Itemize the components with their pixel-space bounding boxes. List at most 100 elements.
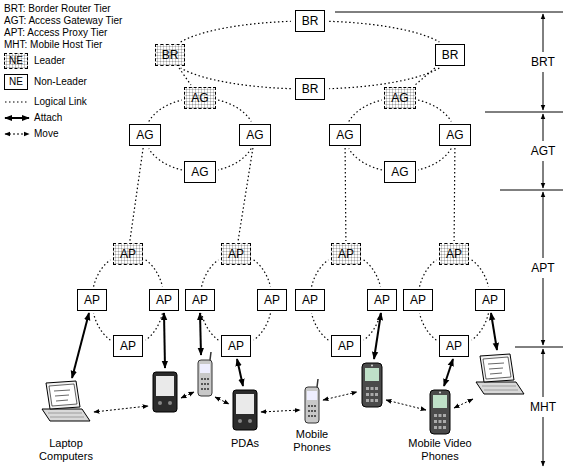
tier-arrow bbox=[543, 114, 544, 141]
node-label: AG bbox=[246, 128, 263, 142]
phone-body bbox=[198, 360, 212, 396]
device-label: Mobile Phones bbox=[286, 428, 338, 454]
node-label: AP bbox=[410, 293, 426, 307]
attach-arrow bbox=[374, 313, 381, 359]
node-label: AP bbox=[228, 339, 244, 353]
logical-link bbox=[94, 260, 111, 287]
leader-sample-box: NE bbox=[4, 53, 28, 69]
video-phone-keypad bbox=[434, 414, 446, 429]
tier-key: APT: Access Proxy Tier bbox=[4, 27, 107, 39]
node-label: AG bbox=[191, 91, 208, 105]
tier-line bbox=[335, 12, 563, 13]
move-arrow bbox=[323, 392, 357, 400]
video-phone-screen bbox=[365, 368, 379, 381]
logical-link bbox=[130, 148, 143, 241]
phone-icon bbox=[198, 352, 212, 396]
logical-link bbox=[364, 260, 381, 287]
logical-link bbox=[472, 313, 489, 340]
legend-sample bbox=[3, 112, 31, 124]
legend-line bbox=[5, 101, 29, 102]
move-arrows bbox=[94, 392, 473, 412]
pda-body bbox=[153, 372, 177, 412]
tier-arrow bbox=[543, 417, 544, 466]
node-label: AP bbox=[264, 293, 280, 307]
attach-arrow bbox=[444, 359, 453, 386]
logical-link bbox=[329, 21, 439, 42]
device-label: Laptop Computers bbox=[35, 437, 97, 463]
node-label: AG bbox=[191, 165, 208, 179]
logical-link bbox=[179, 68, 191, 85]
video-phone-body bbox=[430, 390, 450, 434]
tier-bounds bbox=[335, 12, 563, 466]
attach-arrow bbox=[200, 313, 201, 355]
move-arrow bbox=[94, 406, 148, 412]
tier-arrow bbox=[543, 192, 544, 258]
node-label: BR bbox=[162, 48, 179, 62]
laptop-base bbox=[476, 382, 524, 394]
phone-body bbox=[305, 387, 319, 423]
move-arrow bbox=[454, 399, 473, 408]
tier-arrow bbox=[543, 14, 544, 52]
tier-key: BRT: Border Router Tier bbox=[4, 3, 111, 15]
node-box: AG bbox=[329, 124, 360, 146]
pda-icon bbox=[233, 390, 257, 430]
logical-link bbox=[149, 148, 182, 169]
logical-link bbox=[420, 260, 437, 287]
logical-link bbox=[254, 313, 271, 340]
logical-link bbox=[149, 100, 182, 121]
phone-antenna bbox=[317, 379, 318, 387]
logical-link bbox=[349, 100, 382, 121]
node-box: AG bbox=[439, 124, 470, 146]
pda-button bbox=[248, 419, 252, 423]
logical-link bbox=[146, 313, 163, 340]
attach-arrow bbox=[72, 313, 89, 378]
node-box: AG bbox=[384, 161, 415, 183]
logical-link bbox=[420, 313, 437, 340]
node-box: AP bbox=[113, 335, 143, 357]
video-phone-camera bbox=[371, 365, 373, 367]
legend-text: Move bbox=[34, 128, 58, 140]
legend-text: Leader bbox=[34, 55, 65, 67]
move-arrow bbox=[261, 410, 300, 412]
phone-keypad bbox=[201, 378, 209, 390]
video-phone-keypad bbox=[366, 387, 378, 402]
move-arrow bbox=[386, 400, 426, 410]
attach-arrow bbox=[491, 313, 497, 350]
legend-line bbox=[5, 134, 29, 135]
pda-button bbox=[238, 419, 242, 423]
phone-screen bbox=[200, 364, 210, 373]
logical-link bbox=[312, 260, 329, 287]
logical-link bbox=[345, 148, 347, 241]
node-box: AG bbox=[184, 161, 215, 183]
node-box: AP bbox=[475, 289, 505, 311]
node-label: BR bbox=[302, 82, 319, 96]
node-box: AP bbox=[185, 289, 215, 311]
node-label: AP bbox=[446, 339, 462, 353]
node-box: AP bbox=[367, 289, 397, 311]
node-label: AP bbox=[84, 293, 100, 307]
tier-key: AGT: Access Gateway Tier bbox=[4, 15, 122, 27]
laptop-base bbox=[42, 409, 90, 421]
logical-link bbox=[364, 313, 381, 340]
logical-link bbox=[218, 148, 251, 169]
pda-body bbox=[233, 390, 257, 430]
leader-box: AP bbox=[331, 243, 361, 265]
node-label: BR bbox=[442, 48, 459, 62]
node-label: AP bbox=[446, 247, 462, 261]
phone-keypad bbox=[308, 405, 316, 417]
laptop-screen bbox=[49, 384, 77, 406]
pda-button bbox=[158, 401, 162, 405]
tier-line bbox=[485, 112, 563, 113]
pda-icon bbox=[153, 372, 177, 412]
tier-label: MHT bbox=[530, 400, 556, 414]
move-arrow bbox=[181, 392, 194, 398]
logical-link bbox=[181, 68, 291, 89]
laptop-screen-lines bbox=[54, 390, 70, 401]
logical-link bbox=[181, 21, 291, 42]
video-phone-body bbox=[362, 363, 382, 407]
logical-link bbox=[202, 260, 219, 287]
logical-link bbox=[254, 260, 271, 287]
node-label: AP bbox=[338, 339, 354, 353]
node-label: AP bbox=[156, 293, 172, 307]
